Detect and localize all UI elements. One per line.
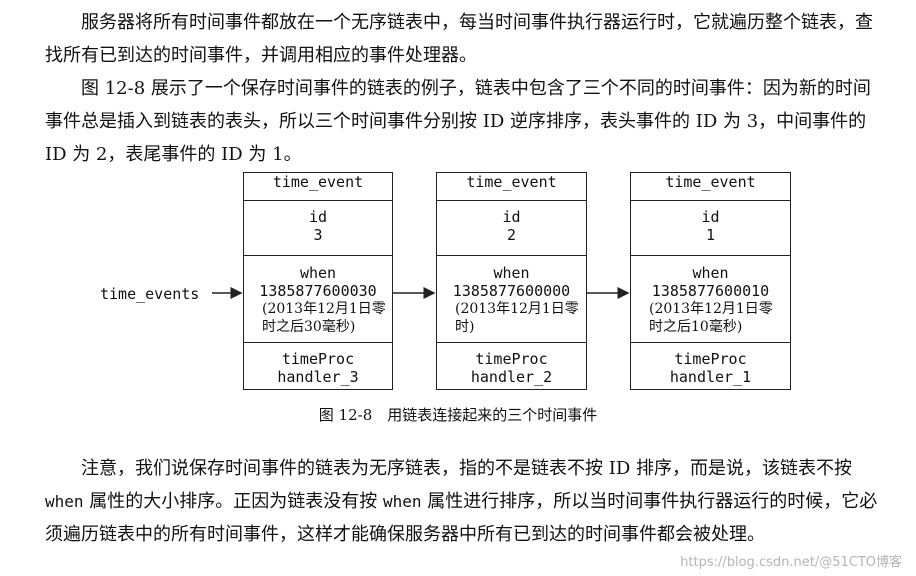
node-id-cell: id 3 (244, 201, 392, 256)
node-id-cell: id 2 (437, 201, 586, 256)
node-header: time_event (437, 173, 586, 201)
node-proc-cell: timeProc handler_3 (277, 350, 359, 386)
figure-caption: 图 12-8 用链表连接起来的三个时间事件 (318, 406, 598, 424)
paragraph-1: 服务器将所有时间事件都放在一个无序链表中，每当时间事件执行器运行时，它就遍历整个… (45, 12, 873, 66)
node-header: time_event (244, 173, 392, 201)
node-proc-cell: timeProc handler_1 (669, 350, 752, 386)
time-event-node-2: time_event id 2 when 1385877600000 (2013… (436, 172, 587, 390)
time-event-node-1: time_event id 1 when 1385877600010 (2013… (630, 172, 791, 390)
node-when-cell: when 1385877600000 (2013年12月1日零 时) (437, 256, 586, 343)
node-when-cell: when 1385877600010 (2013年12月1日零 时之后10毫秒) (631, 256, 790, 343)
paragraph-2: 图 12-8 展示了一个保存时间事件的链表的例子，链表中包含了三个不同的时间事件… (45, 78, 871, 165)
node-when-cell: when 1385877600030 (2013年12月1日零 时之后30毫秒) (244, 256, 392, 343)
watermark: https://blog.csdn.net/@51CTO博客 (680, 555, 902, 570)
time-events-pointer-label: time_events (100, 285, 200, 303)
node-header: time_event (631, 173, 790, 201)
time-event-node-3: time_event id 3 when 1385877600030 (2013… (243, 172, 393, 390)
paragraph-3: 注意，我们说保存时间事件的链表为无序链表，指的不是链表不按 ID 排序，而是说，… (45, 458, 878, 545)
code-when-1: when (45, 492, 84, 511)
node-id-cell: id 1 (631, 201, 790, 256)
node-proc-cell: timeProc handler_2 (470, 350, 553, 386)
code-when-2: when (382, 492, 422, 511)
